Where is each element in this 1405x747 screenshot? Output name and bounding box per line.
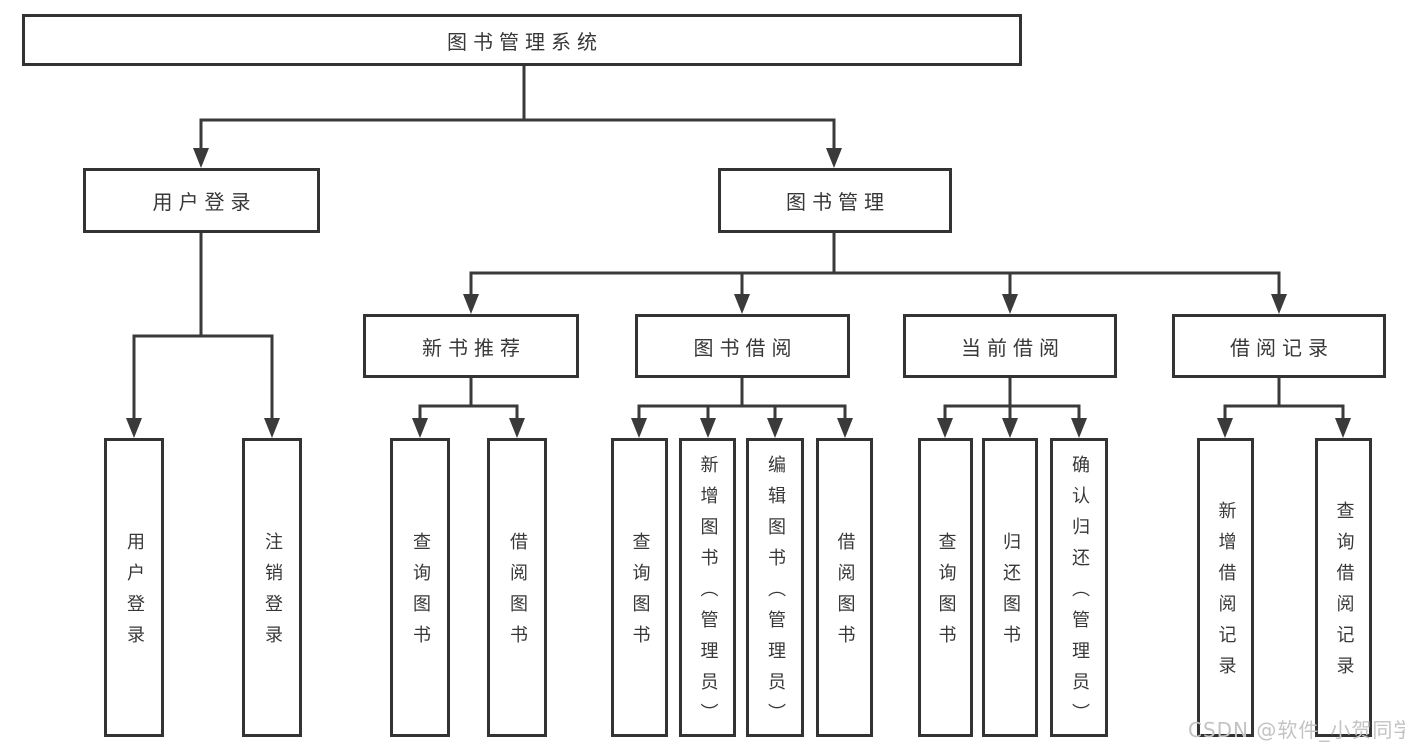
node-label: 借阅图书 bbox=[507, 532, 528, 656]
node-label: 查询借阅记录 bbox=[1333, 501, 1355, 687]
leaf-add-books-admin: 新增图书（管理员） bbox=[679, 438, 736, 737]
leaf-add-borrow-record: 新增借阅记录 bbox=[1197, 438, 1254, 737]
connector-borrow-records-to-leaves bbox=[1217, 378, 1351, 438]
node-label: 查询图书 bbox=[629, 532, 651, 656]
node-library-management-system: 图书管理系统 bbox=[22, 14, 1022, 66]
node-label: 编辑图书（管理员） bbox=[765, 454, 786, 734]
node-new-book-recommend: 新书推荐 bbox=[363, 314, 579, 378]
connector-root-to-level2 bbox=[193, 65, 842, 168]
node-label: 图书借阅 bbox=[693, 335, 798, 360]
leaf-borrow-books-recommend: 借阅图书 bbox=[487, 438, 547, 737]
node-label: 注销登录 bbox=[262, 532, 283, 656]
node-borrow-records: 借阅记录 bbox=[1172, 314, 1386, 378]
connector-new-book-to-leaves bbox=[412, 378, 525, 438]
node-user-login: 用户登录 bbox=[83, 168, 320, 233]
connector-user-login-to-leaves bbox=[126, 233, 280, 438]
leaf-user-login: 用户登录 bbox=[104, 438, 164, 737]
leaf-query-books-current: 查询图书 bbox=[918, 438, 973, 737]
node-label: 借阅图书 bbox=[834, 532, 856, 656]
node-label: 确认归还（管理员） bbox=[1069, 454, 1090, 734]
csdn-watermark: CSDN @软件_小贺同学 bbox=[1188, 718, 1405, 742]
node-label: 用户登录 bbox=[124, 532, 145, 656]
node-label: 当前借阅 bbox=[961, 335, 1065, 360]
node-book-borrow: 图书借阅 bbox=[635, 314, 850, 378]
node-label: 新增图书（管理员） bbox=[697, 454, 719, 734]
leaf-borrow-books: 借阅图书 bbox=[816, 438, 873, 737]
node-label: 归还图书 bbox=[1000, 532, 1021, 656]
node-label: 查询图书 bbox=[410, 532, 431, 656]
leaf-return-books: 归还图书 bbox=[982, 438, 1038, 737]
node-label: 借阅记录 bbox=[1230, 335, 1334, 360]
node-label: 图书管理 bbox=[786, 190, 890, 214]
leaf-query-borrow-record: 查询借阅记录 bbox=[1315, 438, 1372, 737]
connector-book-mgmt-to-level3 bbox=[463, 233, 1287, 314]
leaf-logout: 注销登录 bbox=[242, 438, 302, 737]
leaf-query-books-recommend: 查询图书 bbox=[390, 438, 450, 737]
connector-current-borrow-to-leaves bbox=[937, 378, 1087, 438]
node-current-borrow: 当前借阅 bbox=[903, 314, 1117, 378]
node-label: 新增借阅记录 bbox=[1215, 501, 1237, 687]
node-book-management: 图书管理 bbox=[718, 168, 952, 233]
node-label: 图书管理系统 bbox=[447, 29, 603, 54]
node-label: 用户登录 bbox=[152, 190, 257, 214]
leaf-edit-books-admin: 编辑图书（管理员） bbox=[746, 438, 804, 737]
leaf-confirm-return-admin: 确认归还（管理员） bbox=[1050, 438, 1108, 737]
node-label: 新书推荐 bbox=[422, 335, 526, 360]
node-label: 查询图书 bbox=[935, 532, 957, 656]
connector-book-borrow-to-leaves bbox=[631, 378, 853, 438]
leaf-query-books-borrow: 查询图书 bbox=[611, 438, 668, 737]
